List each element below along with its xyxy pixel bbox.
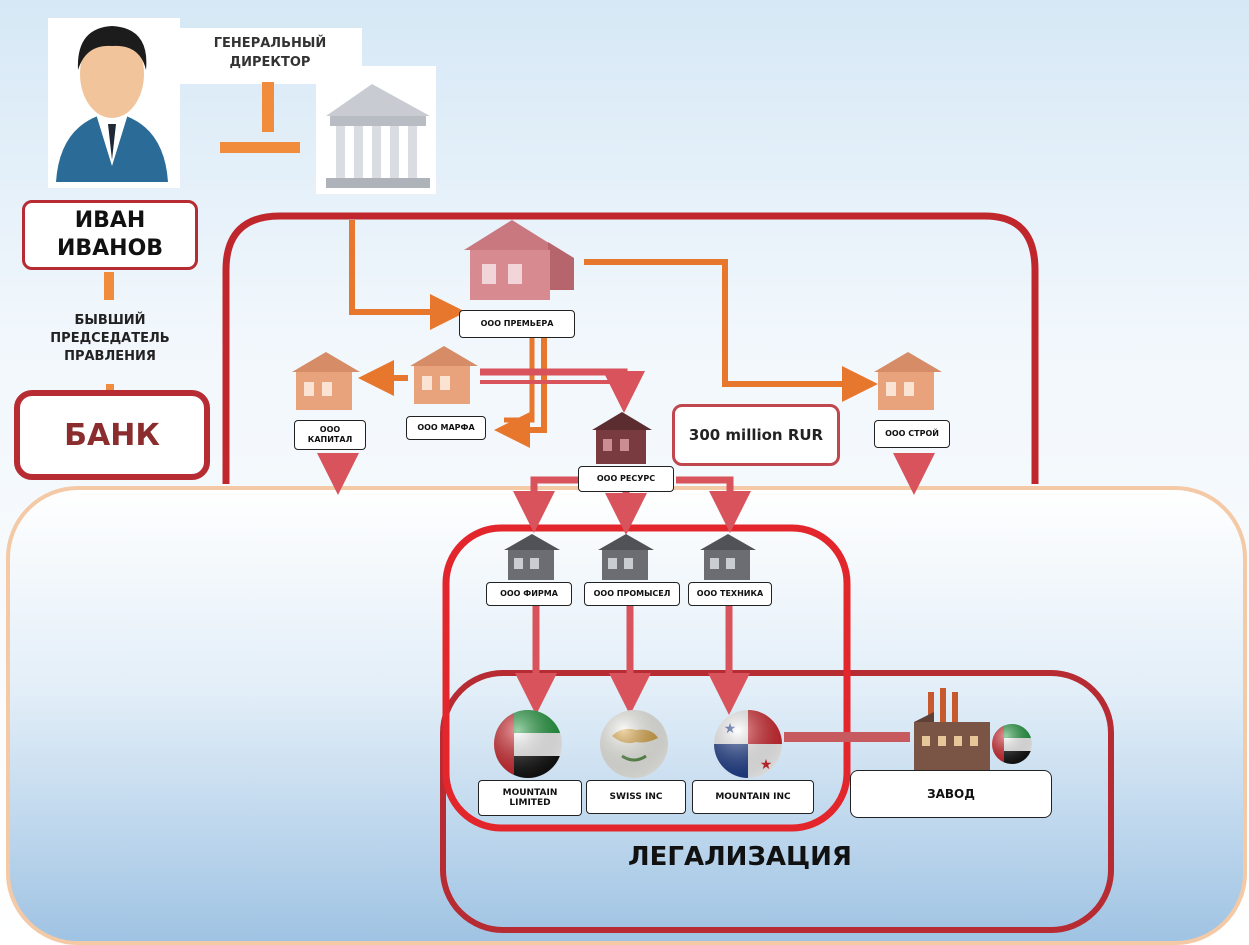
person-name-box: ИВАН ИВАНОВ xyxy=(22,200,198,270)
legalization-label: ЛЕГАЛИЗАЦИЯ xyxy=(628,842,852,872)
factory-label: ЗАВОД xyxy=(850,770,1052,818)
uae-flag-icon xyxy=(992,724,1032,764)
company-stroi: ООО СТРОЙ xyxy=(874,420,950,448)
uae-flag-icon xyxy=(494,710,562,778)
house-icon xyxy=(700,534,756,580)
director-role-label: ГЕНЕРАЛЬНЫЙ ДИРЕКТОР xyxy=(213,36,327,70)
bank-building-icon xyxy=(326,84,430,188)
company-firma: ООО ФИРМА xyxy=(486,582,572,606)
cyprus-flag-icon xyxy=(600,710,668,778)
company-marfa: ООО МАРФА xyxy=(406,416,486,440)
company-tekhnika: ООО ТЕХНИКА xyxy=(688,582,772,606)
panama-flag-icon: ★ ★ xyxy=(714,710,782,778)
house-icon xyxy=(464,220,574,300)
offshore-mountain-limited: MOUNTAIN LIMITED xyxy=(478,780,582,816)
company-resurs: ООО РЕСУРС xyxy=(578,466,674,492)
house-icon xyxy=(874,352,942,410)
company-kapital: ООО КАПИТАЛ xyxy=(294,420,366,450)
factory-icon xyxy=(914,688,990,770)
person-name: ИВАН ИВАНОВ xyxy=(56,208,164,261)
former-chairman-label: БЫВШИЙ ПРЕДСЕДАТЕЛЬ ПРАВЛЕНИЯ xyxy=(50,313,170,364)
offshore-swiss-inc: SWISS INC xyxy=(586,780,686,814)
amount-box: 300 million RUR xyxy=(672,404,840,466)
house-icon xyxy=(410,346,478,404)
company-promysel: ООО ПРОМЫСЕЛ xyxy=(584,582,680,606)
businessman-icon xyxy=(56,26,168,182)
amount-label: 300 million RUR xyxy=(688,426,824,444)
company-premiera: ООО ПРЕМЬЕРА xyxy=(459,310,575,338)
house-icon xyxy=(504,534,560,580)
house-icon xyxy=(292,352,360,410)
house-icon xyxy=(592,412,652,464)
bank-box: БАНК xyxy=(14,390,210,480)
offshore-mountain-inc: MOUNTAIN INC xyxy=(692,780,814,814)
bank-label: БАНК xyxy=(64,417,160,453)
house-icon xyxy=(598,534,654,580)
